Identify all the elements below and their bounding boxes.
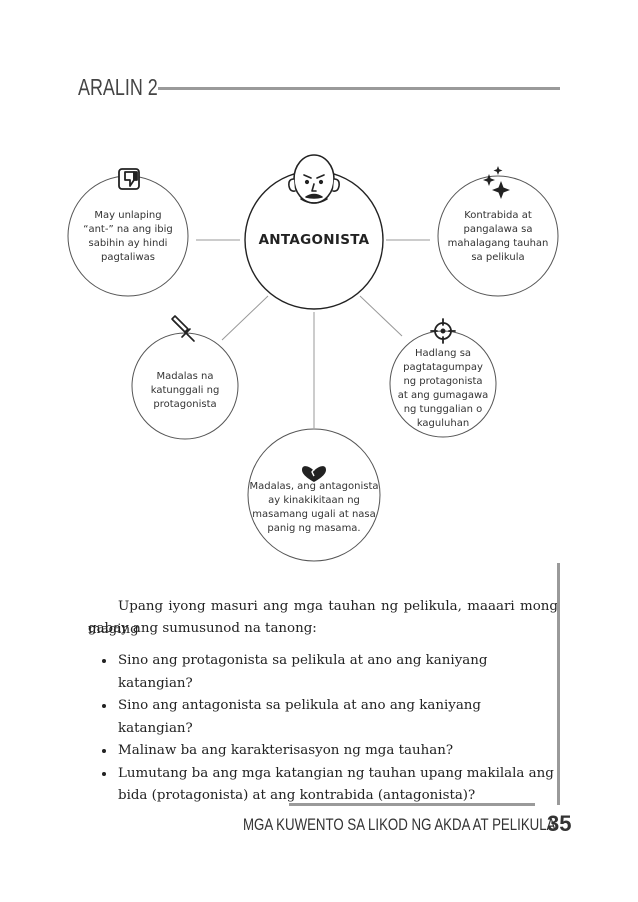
- node-line: ng protagonista: [403, 376, 483, 387]
- antagonist-diagram: [67, 154, 559, 562]
- connector-mid-right: [359, 295, 403, 337]
- sword-icon: [171, 315, 195, 342]
- node-mid-left: Madalas na katunggali ng protagonista: [135, 370, 235, 412]
- question-item: Sino ang antagonista sa pelikula at ano …: [116, 695, 556, 740]
- node-line: masamang ugali at nasa: [252, 509, 376, 520]
- node-line: Madalas na: [156, 371, 214, 382]
- node-line: “ant-” na ang ibig: [83, 224, 173, 235]
- page-number: 35: [547, 811, 572, 836]
- question-list: Sino ang protagonista sa pelikula at ano…: [92, 650, 556, 808]
- node-bottom: Madalas, ang antagonista ay kinakikitaan…: [249, 480, 379, 536]
- node-circle-top-right: [437, 175, 559, 297]
- footer-rule: [289, 803, 535, 806]
- villain-face-icon: [288, 154, 340, 204]
- center-label: ANTAGONISTA: [258, 232, 370, 248]
- thumbs-down-icon: [118, 168, 140, 190]
- node-line: at ang gumagawa: [397, 390, 489, 401]
- node-line: May unlaping: [94, 210, 162, 221]
- footer-title: MGA KUWENTO SA LIKOD NG AKDA AT PELIKULA: [243, 815, 556, 834]
- node-line: pangalawa sa: [463, 224, 533, 235]
- node-line: Kontrabida at: [464, 210, 532, 221]
- connector-mid-left: [221, 295, 269, 341]
- question-item: Sino ang protagonista sa pelikula at ano…: [116, 650, 556, 695]
- side-rule: [557, 563, 560, 805]
- node-mid-right: Hadlang sa pagtatagumpay ng protagonista…: [389, 347, 497, 431]
- node-top-left: May unlaping “ant-” na ang ibig sabihin …: [70, 209, 186, 265]
- node-line: Hadlang sa: [414, 348, 472, 359]
- sparkles-icon: [483, 166, 510, 199]
- node-line: pagtatagumpay: [403, 362, 483, 373]
- node-line: ay kinakikitaan ng: [268, 495, 360, 506]
- node-circle-bottom: [247, 428, 381, 562]
- node-line: pagtaliwas: [101, 252, 155, 263]
- node-line: panig ng masama.: [267, 523, 361, 534]
- target-icon: [430, 318, 456, 344]
- node-line: ng tunggalian o: [403, 404, 483, 415]
- header-rule: [158, 87, 560, 90]
- node-top-right: Kontrabida at pangalawa sa mahalagang ta…: [440, 209, 556, 265]
- node-line: sabihin ay hindi: [88, 238, 168, 249]
- intro-paragraph-line1: Upang iyong masuri ang mga tauhan ng pel…: [88, 599, 558, 637]
- node-line: kaguluhan: [416, 418, 470, 429]
- node-line: katunggali ng: [150, 385, 220, 396]
- node-line: sa pelikula: [471, 252, 525, 263]
- question-item: Malinaw ba ang karakterisasyon ng mga ta…: [116, 740, 556, 763]
- node-line: Madalas, ang antagonista: [249, 481, 379, 492]
- lesson-title: ARALIN 2: [78, 74, 158, 100]
- node-line: protagonista: [153, 399, 217, 410]
- question-item: Lumutang ba ang mga katangian ng tauhan …: [116, 763, 556, 808]
- intro-paragraph-line2: gabay ang sumusunod na tanong:: [88, 621, 317, 636]
- node-line: mahalagang tauhan: [447, 238, 549, 249]
- broken-heart-icon: [302, 459, 326, 482]
